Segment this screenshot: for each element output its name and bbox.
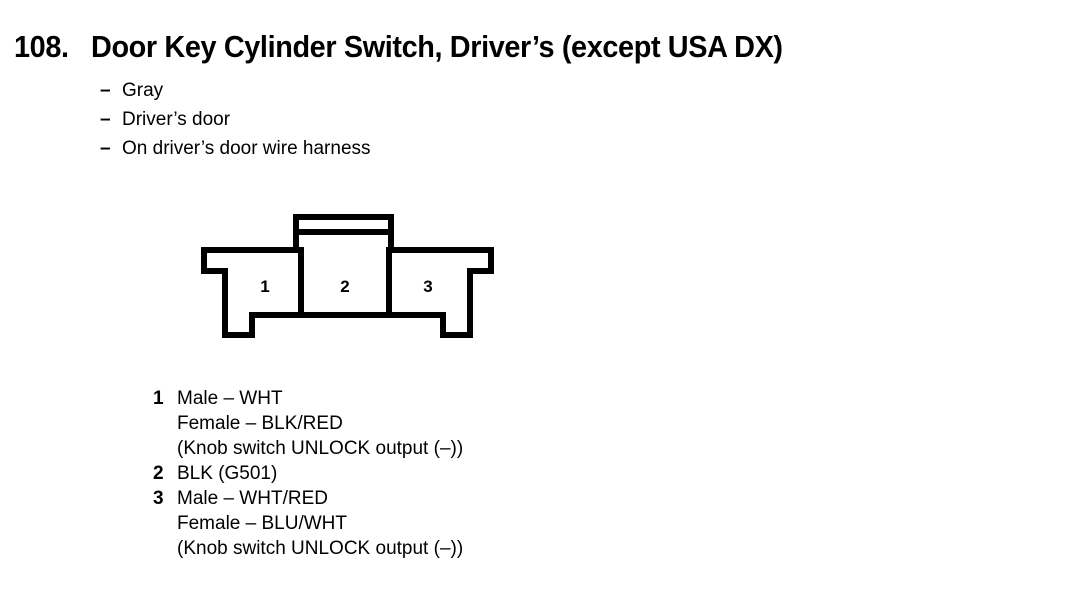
pin-entry-line: Female – BLU/WHT	[177, 513, 347, 534]
list-item: 1 Male – WHT Female – BLK/RED (Knob swit…	[153, 386, 463, 461]
connector-pin-number-2: 2	[340, 277, 349, 296]
pin-entry-lines: BLK (G501)	[177, 461, 277, 486]
pin-entry-line: BLK (G501)	[177, 463, 278, 484]
pin-entry-lines: Male – WHT Female – BLK/RED (Knob switch…	[177, 386, 463, 461]
attribute-label: Gray	[122, 80, 164, 101]
pin-description-list: 1 Male – WHT Female – BLK/RED (Knob swit…	[153, 386, 463, 561]
pin-entry-lines: Male – WHT/RED Female – BLU/WHT (Knob sw…	[177, 486, 463, 561]
pin-entry-number: 1	[153, 388, 164, 409]
connector-pin-number-1: 1	[260, 277, 269, 296]
connector-diagram: 1 2 3	[195, 205, 500, 345]
pin-entry-line: Male – WHT/RED	[177, 488, 328, 509]
connector-attribute-list: – Gray – Driver’s door – On driver’s doo…	[100, 80, 371, 167]
pin-entry-line: (Knob switch UNLOCK output (–))	[177, 438, 464, 459]
list-item: 3 Male – WHT/RED Female – BLU/WHT (Knob …	[153, 486, 463, 561]
dash-bullet-icon: –	[100, 80, 111, 101]
pin-entry-line: Female – BLK/RED	[177, 413, 343, 434]
list-item: – On driver’s door wire harness	[100, 138, 371, 167]
list-item: – Driver’s door	[100, 109, 371, 138]
pin-entry-number: 3	[153, 488, 164, 509]
connector-pin-number-3: 3	[423, 277, 432, 296]
list-item: – Gray	[100, 80, 371, 109]
page-title: 108. Door Key Cylinder Switch, Driver’s …	[14, 29, 834, 65]
page-title-text: Door Key Cylinder Switch, Driver’s (exce…	[90, 29, 783, 64]
attribute-label: On driver’s door wire harness	[122, 138, 371, 159]
pin-entry-line: (Knob switch UNLOCK output (–))	[177, 538, 464, 559]
list-item: 2 BLK (G501)	[153, 461, 463, 486]
pin-entry-line: Male – WHT	[177, 388, 283, 409]
page-title-number: 108.	[14, 29, 69, 64]
dash-bullet-icon: –	[100, 138, 111, 159]
attribute-label: Driver’s door	[122, 109, 231, 130]
dash-bullet-icon: –	[100, 109, 111, 130]
pin-entry-number: 2	[153, 463, 164, 484]
